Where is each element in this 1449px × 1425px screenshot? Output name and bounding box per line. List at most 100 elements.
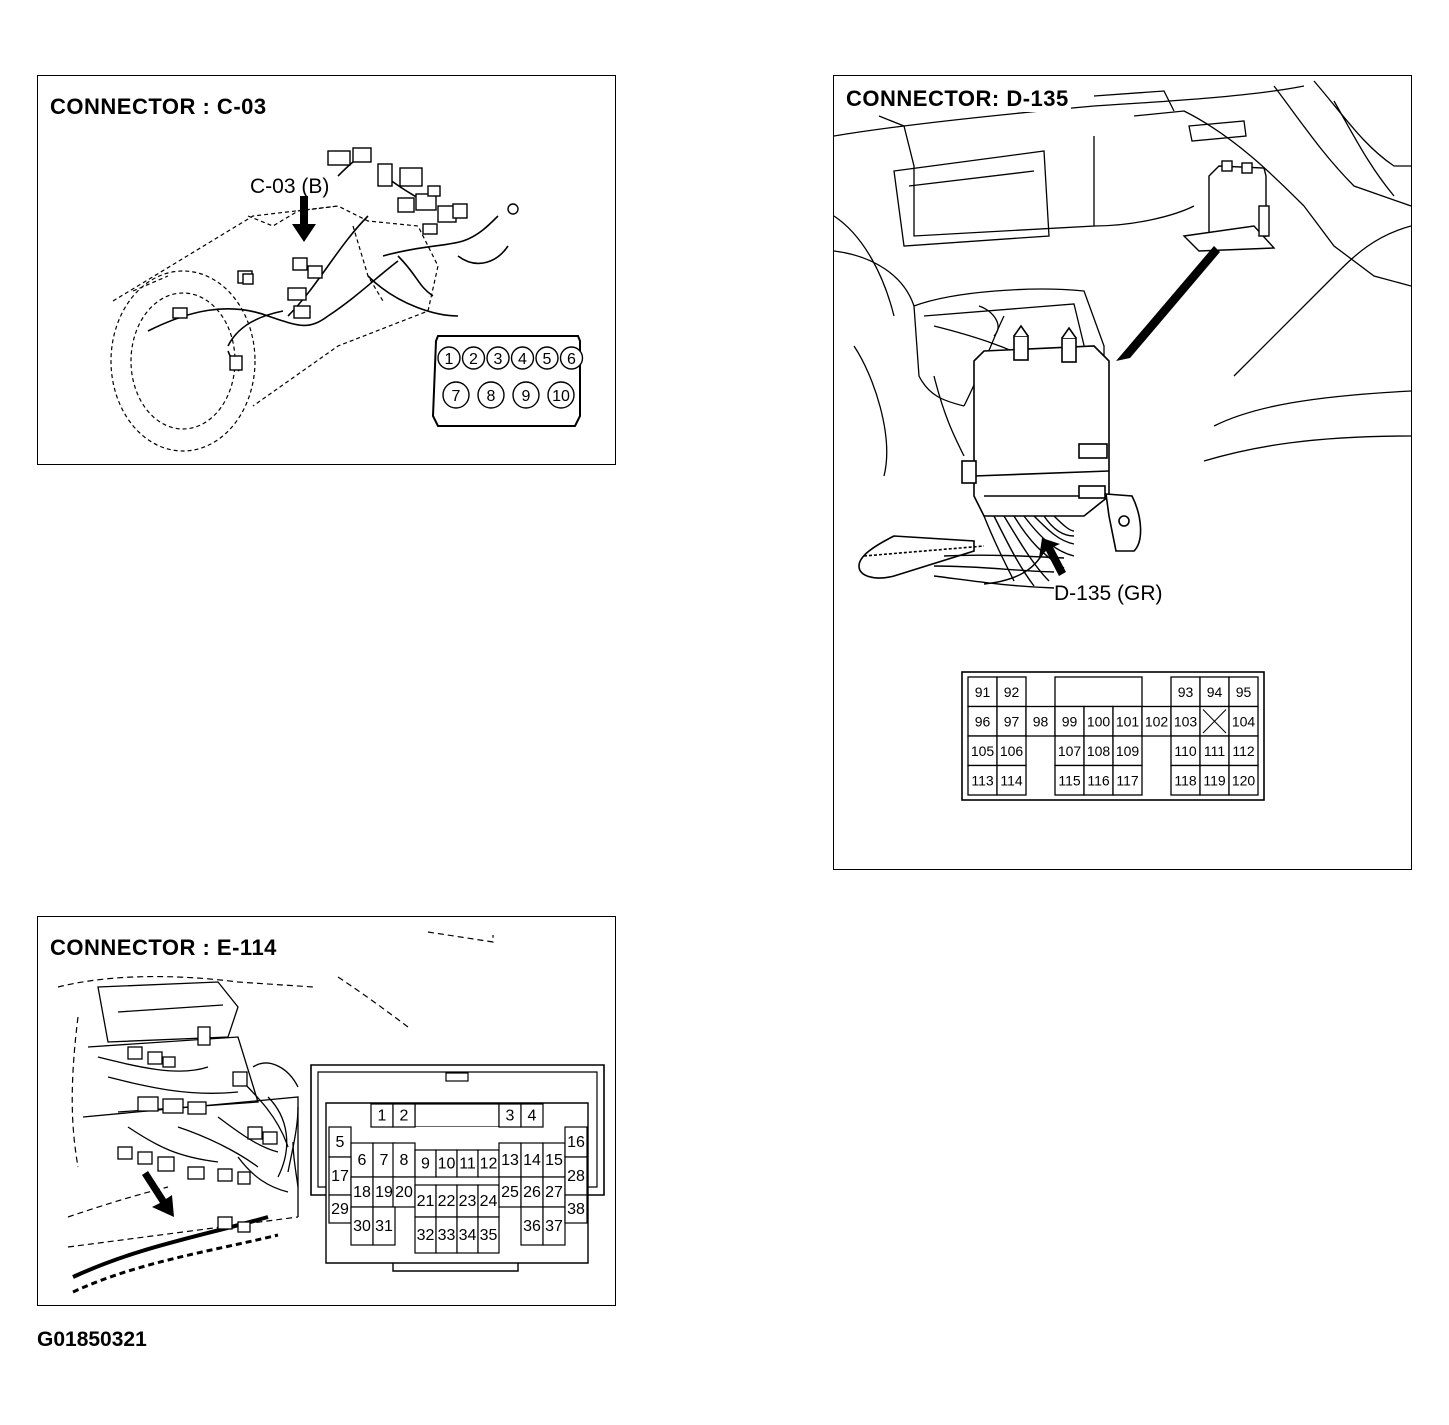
pin-cell-112: 112 bbox=[1228, 735, 1259, 767]
pin-cell-101: 101 bbox=[1112, 705, 1143, 737]
pin-cell-111: 111 bbox=[1199, 735, 1230, 767]
svg-text:100: 100 bbox=[1087, 713, 1111, 729]
svg-text:97: 97 bbox=[1004, 713, 1020, 729]
pin-cell-98: 98 bbox=[1025, 705, 1056, 737]
pin-cell-36: 36 bbox=[520, 1206, 544, 1246]
pin-cell-15: 15 bbox=[542, 1142, 566, 1178]
svg-text:1: 1 bbox=[445, 351, 454, 368]
pin-cell-119: 119 bbox=[1199, 764, 1230, 796]
pin-cell-95: 95 bbox=[1228, 676, 1259, 708]
pin-cell-8: 8 bbox=[392, 1142, 416, 1178]
svg-text:113: 113 bbox=[971, 772, 994, 788]
connector-callout-label: D-135 (GR) bbox=[1054, 582, 1163, 605]
pin-cell-5: 5 bbox=[328, 1126, 352, 1158]
svg-text:120: 120 bbox=[1232, 772, 1256, 788]
svg-text:7: 7 bbox=[452, 388, 461, 405]
svg-text:91: 91 bbox=[975, 684, 991, 700]
svg-text:95: 95 bbox=[1236, 684, 1252, 700]
pin-cell-33: 33 bbox=[435, 1216, 458, 1254]
svg-text:93: 93 bbox=[1178, 684, 1194, 700]
svg-text:35: 35 bbox=[480, 1227, 498, 1244]
pin-cell-22: 22 bbox=[435, 1184, 458, 1218]
pin-1: 1 bbox=[437, 346, 461, 370]
svg-text:28: 28 bbox=[567, 1168, 585, 1185]
svg-text:9: 9 bbox=[522, 388, 531, 405]
pin-cell-13: 13 bbox=[498, 1142, 522, 1178]
panel-title: CONNECTOR: D-135 bbox=[844, 86, 1071, 112]
svg-text:104: 104 bbox=[1232, 713, 1256, 729]
pin-cell-10: 10 bbox=[435, 1149, 458, 1178]
svg-text:96: 96 bbox=[975, 713, 991, 729]
pin-cell-105: 105 bbox=[967, 735, 998, 767]
svg-text:5: 5 bbox=[543, 351, 552, 368]
svg-text:25: 25 bbox=[501, 1184, 519, 1201]
svg-text:118: 118 bbox=[1174, 772, 1197, 788]
svg-text:7: 7 bbox=[380, 1152, 389, 1169]
svg-text:9: 9 bbox=[421, 1156, 430, 1173]
pin-cell-27: 27 bbox=[542, 1176, 566, 1208]
svg-text:3: 3 bbox=[494, 351, 503, 368]
svg-text:98: 98 bbox=[1033, 713, 1049, 729]
svg-text:106: 106 bbox=[1000, 743, 1024, 759]
pin-cell-34: 34 bbox=[456, 1216, 479, 1254]
svg-text:2: 2 bbox=[469, 351, 478, 368]
pin-cell-114: 114 bbox=[996, 764, 1027, 796]
pin-cell-2: 2 bbox=[392, 1103, 416, 1128]
svg-text:6: 6 bbox=[358, 1152, 367, 1169]
svg-text:12: 12 bbox=[480, 1156, 498, 1173]
pointer-arrow-icon bbox=[1039, 538, 1066, 576]
pin-4: 4 bbox=[510, 346, 535, 370]
pin-cell-12: 12 bbox=[477, 1149, 500, 1178]
svg-text:117: 117 bbox=[1116, 772, 1139, 788]
pin-cell-21: 21 bbox=[414, 1184, 437, 1218]
pin-cell-30: 30 bbox=[350, 1206, 374, 1246]
svg-text:36: 36 bbox=[523, 1218, 541, 1235]
svg-text:109: 109 bbox=[1116, 743, 1140, 759]
pin-cell-23: 23 bbox=[456, 1184, 479, 1218]
svg-text:116: 116 bbox=[1087, 772, 1110, 788]
svg-text:102: 102 bbox=[1145, 713, 1169, 729]
svg-text:99: 99 bbox=[1062, 713, 1078, 729]
svg-text:23: 23 bbox=[459, 1193, 477, 1210]
svg-text:110: 110 bbox=[1174, 743, 1197, 759]
pin-cell-118: 118 bbox=[1170, 764, 1201, 796]
pin-cell-94: 94 bbox=[1199, 676, 1230, 708]
pin-10: 10 bbox=[547, 381, 575, 409]
svg-text:103: 103 bbox=[1174, 713, 1198, 729]
pin-cell-93: 93 bbox=[1170, 676, 1201, 708]
svg-text:10: 10 bbox=[552, 388, 570, 405]
svg-text:114: 114 bbox=[1000, 772, 1023, 788]
svg-text:111: 111 bbox=[1204, 743, 1225, 759]
pin-cell-113: 113 bbox=[967, 764, 998, 796]
pin-cell-17: 17 bbox=[328, 1156, 352, 1196]
pin-8: 8 bbox=[477, 381, 505, 409]
pin-cell-116: 116 bbox=[1083, 764, 1114, 796]
svg-text:14: 14 bbox=[523, 1152, 541, 1169]
svg-text:37: 37 bbox=[545, 1218, 563, 1235]
figure-id: G01850321 bbox=[37, 1328, 147, 1351]
pointer-arrow-icon bbox=[292, 196, 316, 242]
svg-text:107: 107 bbox=[1058, 743, 1082, 759]
pin-cell-117: 117 bbox=[1112, 764, 1143, 796]
pin-cell-107: 107 bbox=[1054, 735, 1085, 767]
pin-cell-97: 97 bbox=[996, 705, 1027, 737]
pin-cell-102: 102 bbox=[1141, 705, 1172, 737]
svg-text:32: 32 bbox=[417, 1227, 435, 1244]
svg-text:4: 4 bbox=[518, 351, 527, 368]
pin-cell-96: 96 bbox=[967, 705, 998, 737]
pin-cell-108: 108 bbox=[1083, 735, 1114, 767]
svg-text:8: 8 bbox=[487, 388, 496, 405]
svg-text:115: 115 bbox=[1058, 772, 1081, 788]
pin-cell-104: 104 bbox=[1228, 705, 1259, 737]
pin-cell-blank bbox=[1199, 705, 1230, 737]
svg-text:21: 21 bbox=[417, 1193, 435, 1210]
pin-cell-25: 25 bbox=[498, 1176, 522, 1208]
svg-text:6: 6 bbox=[567, 351, 576, 368]
pin-cell-4: 4 bbox=[520, 1103, 544, 1128]
pin-cell-19: 19 bbox=[372, 1176, 396, 1208]
svg-text:5: 5 bbox=[336, 1134, 345, 1151]
